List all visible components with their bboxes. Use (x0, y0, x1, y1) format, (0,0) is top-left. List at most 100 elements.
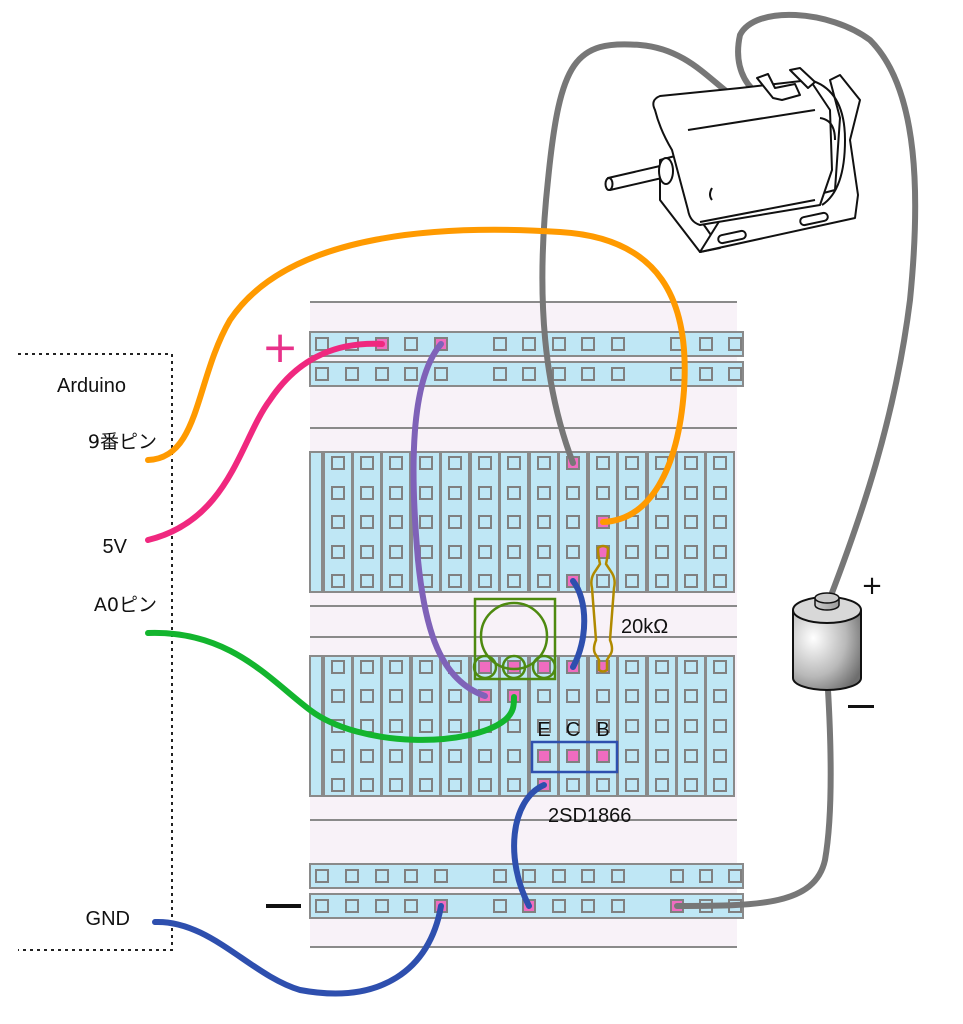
hole (655, 574, 669, 588)
hole (537, 689, 551, 703)
hole-used (537, 660, 551, 674)
pin9-wire[interactable] (145, 226, 688, 525)
hole (331, 515, 345, 529)
hole (375, 367, 389, 381)
arduino-title: Arduino (57, 375, 126, 397)
hole (625, 749, 639, 763)
hole (670, 869, 684, 883)
hole (684, 778, 698, 792)
terminal-strip (676, 655, 706, 797)
hole (728, 367, 742, 381)
gnd-label: GND (86, 908, 130, 930)
hole (728, 337, 742, 351)
hole (507, 486, 521, 500)
gnd-wire[interactable] (152, 903, 444, 997)
hole (331, 660, 345, 674)
hole (331, 778, 345, 792)
hole (389, 456, 403, 470)
hole (448, 778, 462, 792)
a0-wire[interactable] (145, 629, 517, 743)
minus-rail-label (266, 904, 301, 908)
hole (331, 545, 345, 559)
hole (360, 486, 374, 500)
battery (792, 592, 862, 691)
terminal-strip (440, 451, 470, 593)
hole (448, 574, 462, 588)
battery-ground-wire[interactable] (674, 687, 834, 909)
hole (537, 719, 551, 733)
hole (684, 456, 698, 470)
hole (537, 486, 551, 500)
pot-power-wire[interactable] (410, 341, 488, 699)
battery-plus-label: + (861, 571, 883, 601)
terminal-strip (352, 451, 382, 593)
hole (625, 660, 639, 674)
hole (684, 545, 698, 559)
hole (684, 574, 698, 588)
hole (728, 869, 742, 883)
hole-used (566, 749, 580, 763)
battery-minus-label (848, 705, 874, 708)
hole (684, 719, 698, 733)
hole (404, 869, 418, 883)
hole (684, 486, 698, 500)
hole (537, 515, 551, 529)
hole (655, 778, 669, 792)
hole (537, 574, 551, 588)
potentiometer (472, 597, 557, 681)
hole (581, 869, 595, 883)
hole (478, 574, 492, 588)
hole (507, 456, 521, 470)
terminal-strip (309, 655, 323, 797)
hole (331, 456, 345, 470)
terminal-strip (470, 451, 500, 593)
hole (625, 456, 639, 470)
terminal-strip (617, 451, 647, 593)
hole (493, 899, 507, 913)
hole (331, 574, 345, 588)
hole (625, 545, 639, 559)
hole (360, 689, 374, 703)
hole (566, 545, 580, 559)
hole (448, 515, 462, 529)
hole (596, 689, 610, 703)
hole (315, 869, 329, 883)
jumper-wire-emitter[interactable] (511, 782, 547, 909)
hole (581, 367, 595, 381)
hole (389, 545, 403, 559)
hole (389, 660, 403, 674)
hole (713, 515, 727, 529)
hole (389, 486, 403, 500)
hole (566, 486, 580, 500)
hole (419, 778, 433, 792)
hole (611, 337, 625, 351)
hole (566, 719, 580, 733)
jumper-wire-pot[interactable] (570, 578, 588, 670)
hole (389, 574, 403, 588)
hole (552, 869, 566, 883)
hole (625, 778, 639, 792)
hole (581, 899, 595, 913)
hole (389, 778, 403, 792)
resistor (590, 544, 616, 673)
hole (596, 778, 610, 792)
hole (448, 749, 462, 763)
hole (625, 689, 639, 703)
terminal-strip (411, 655, 441, 797)
hole (331, 486, 345, 500)
motor-wire-b[interactable] (735, 11, 919, 601)
hole (713, 749, 727, 763)
transistor (530, 740, 619, 774)
v5-wire[interactable] (145, 340, 385, 543)
terminal-strip (529, 451, 559, 593)
hole (507, 515, 521, 529)
terminal-strip (499, 451, 529, 593)
power-rail (309, 863, 744, 889)
hole (713, 456, 727, 470)
hole (566, 515, 580, 529)
hole (625, 574, 639, 588)
hole-used (507, 660, 521, 674)
hole-used (478, 660, 492, 674)
hole (596, 456, 610, 470)
hole (360, 574, 374, 588)
